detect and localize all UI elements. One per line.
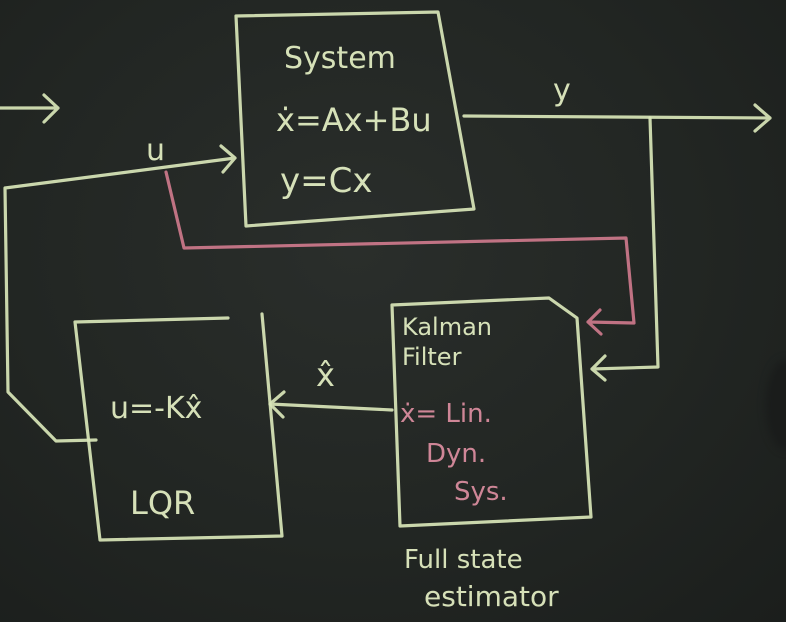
control-signal-label: u <box>146 133 165 168</box>
kalman-title-line1: Kalman <box>402 313 492 341</box>
kalman-title-line2: Filter <box>402 343 462 371</box>
kalman-box <box>390 296 593 528</box>
control-loop-line <box>3 144 237 443</box>
kalman-dynamics-line1: ẋ= Lin. <box>400 399 492 429</box>
kalman-dynamics-line3: Sys. <box>454 477 508 507</box>
estimator-caption-line1: Full state <box>404 545 523 575</box>
estimate-arrow <box>268 390 394 419</box>
control-feedback-line <box>164 170 636 336</box>
lqr-box <box>73 312 284 542</box>
output-equation: y=Cx <box>280 161 372 201</box>
lqr-label: LQR <box>130 484 195 522</box>
system-title: System <box>284 41 396 76</box>
output-feedback-line <box>590 116 660 382</box>
control-law: u=-Kx̂ <box>110 391 202 426</box>
output-arrow <box>462 103 772 133</box>
estimate-signal-label: x̂ <box>316 356 335 394</box>
output-signal-label: y <box>553 73 571 108</box>
board-edge-shadow <box>766 360 786 450</box>
system-box <box>234 10 476 228</box>
state-equation: ẋ=Ax+Bu <box>276 101 432 139</box>
kalman-dynamics-line2: Dyn. <box>426 439 486 469</box>
input-arrow <box>0 93 60 124</box>
estimator-caption-line2: estimator <box>424 580 559 613</box>
